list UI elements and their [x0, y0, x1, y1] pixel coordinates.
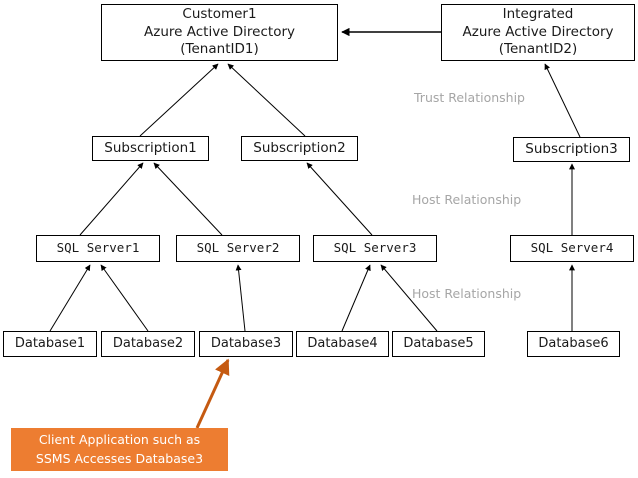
- customer1-aad-line1: Customer1: [182, 5, 257, 22]
- label-host-relationship-upper: Host Relationship: [412, 192, 522, 207]
- sql-server2-label: SQL Server2: [196, 240, 280, 256]
- label-trust-relationship: Trust Relationship: [414, 90, 525, 105]
- node-database2[interactable]: Database2: [101, 331, 195, 357]
- sql-server1-label: SQL Server1: [56, 240, 140, 256]
- edge-sql-server1-to-subscription1: [79, 162, 144, 236]
- database6-label: Database6: [538, 336, 609, 352]
- subscription2-label: Subscription2: [253, 139, 346, 156]
- sql-server3-label: SQL Server3: [333, 240, 417, 256]
- edge-database3-to-sql-server2: [235, 264, 246, 332]
- database1-label: Database1: [14, 336, 86, 352]
- subscription1-label: Subscription1: [104, 139, 197, 156]
- edge-database1-to-sql-server1: [49, 264, 91, 332]
- edge-sql-server3-to-subscription2: [306, 162, 373, 236]
- node-sql-server1[interactable]: SQL Server1: [36, 235, 160, 262]
- database4-label: Database4: [307, 336, 378, 352]
- customer1-aad-line2: Azure Active Directory: [144, 23, 295, 40]
- node-sql-server4[interactable]: SQL Server4: [510, 235, 634, 262]
- edge-database4-to-sql-server3: [341, 264, 371, 332]
- callout-line2: SSMS Accesses Database3: [35, 450, 204, 466]
- database3-label: Database3: [210, 336, 282, 352]
- integrated-aad-line3: (TenantID2): [498, 41, 578, 58]
- label-host-relationship-lower: Host Relationship: [412, 286, 522, 301]
- node-database3[interactable]: Database3: [199, 331, 293, 357]
- database5-label: Database5: [403, 336, 474, 352]
- node-database1[interactable]: Database1: [3, 331, 97, 357]
- callout-line1: Client Application such as: [38, 432, 201, 448]
- node-database4[interactable]: Database4: [296, 331, 389, 357]
- integrated-aad-line2: Azure Active Directory: [462, 23, 614, 40]
- node-database6[interactable]: Database6: [527, 331, 620, 357]
- database2-label: Database2: [112, 336, 184, 352]
- integrated-aad-line1: Integrated: [502, 5, 574, 22]
- edge-subscription2-to-customer1-aad: [227, 63, 306, 137]
- node-integrated-aad[interactable]: Integrated Azure Active Directory (Tenan…: [441, 4, 635, 61]
- node-subscription2[interactable]: Subscription2: [241, 136, 358, 161]
- client-application-callout[interactable]: Client Application such as SSMS Accesses…: [11, 428, 228, 471]
- edge-subscription3-to-integrated-aad: [544, 63, 581, 138]
- edge-subscription1-to-customer1-aad: [139, 63, 219, 137]
- subscription3-label: Subscription3: [525, 140, 618, 157]
- node-sql-server3[interactable]: SQL Server3: [313, 235, 437, 262]
- node-sql-server2[interactable]: SQL Server2: [176, 235, 300, 262]
- node-subscription3[interactable]: Subscription3: [513, 137, 630, 162]
- edge-database2-to-sql-server1: [100, 264, 149, 332]
- node-database5[interactable]: Database5: [392, 331, 485, 357]
- node-customer1-aad[interactable]: Customer1 Azure Active Directory (Tenant…: [101, 4, 338, 61]
- edge-callout-to-database3: [195, 358, 230, 429]
- node-subscription1[interactable]: Subscription1: [92, 136, 209, 161]
- customer1-aad-line3: (TenantID1): [180, 41, 259, 58]
- sql-server4-label: SQL Server4: [530, 240, 614, 256]
- edge-sql-server2-to-subscription1: [153, 162, 223, 236]
